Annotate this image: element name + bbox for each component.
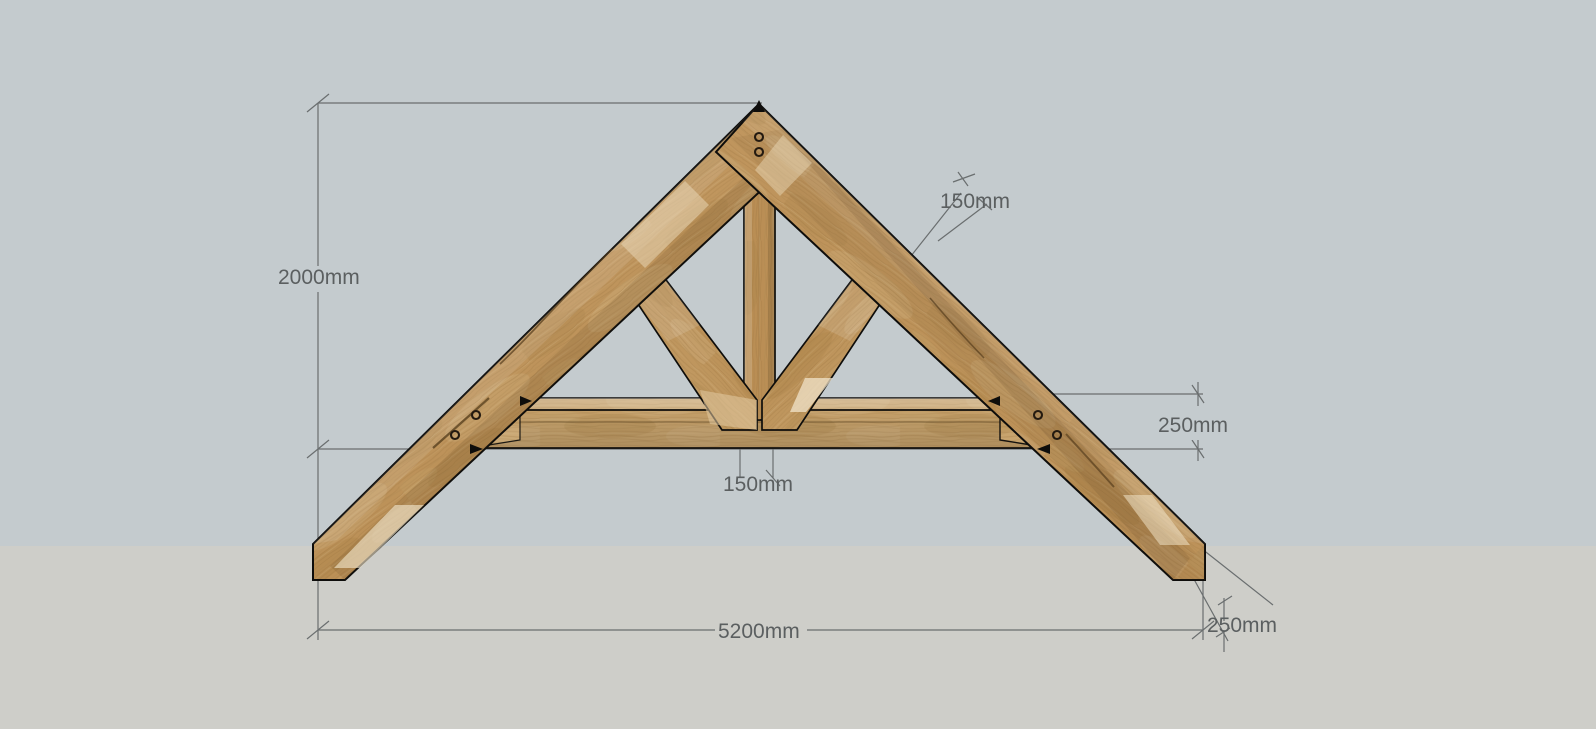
- dimension-labels: 2000mm 150mm 250mm 150mm 5200mm 250mm: [277, 190, 1277, 645]
- right-foot-peg-lower: [1051, 429, 1063, 441]
- left-foot-peg-upper: [470, 409, 482, 421]
- tie-beam[interactable]: [469, 397, 1051, 449]
- pegs: [449, 131, 1063, 441]
- dim-span-label: 5200mm: [718, 620, 800, 643]
- background-sky: [0, 0, 1596, 546]
- dim-rafter-foot-label: 250mm: [1207, 614, 1277, 637]
- left-rafter[interactable]: [312, 102, 804, 581]
- left-foot-peg-lower: [449, 429, 461, 441]
- apex-peg-lower: [753, 146, 765, 158]
- king-post[interactable]: [743, 139, 776, 421]
- dim-rafter-width-label: 150mm: [940, 190, 1010, 213]
- joint-markers: [470, 100, 1050, 454]
- right-foot-peg-upper: [1032, 409, 1044, 421]
- apex-peg-upper: [753, 131, 765, 143]
- right-rafter[interactable]: [714, 102, 1206, 581]
- dim-tiebeam-depth-label: 250mm: [1158, 414, 1228, 437]
- dim-height-label: 2000mm: [278, 266, 360, 289]
- dim-tiebeam-thickness-label: 150mm: [723, 473, 793, 496]
- dim-rafter-foot-geometry: [1189, 544, 1274, 652]
